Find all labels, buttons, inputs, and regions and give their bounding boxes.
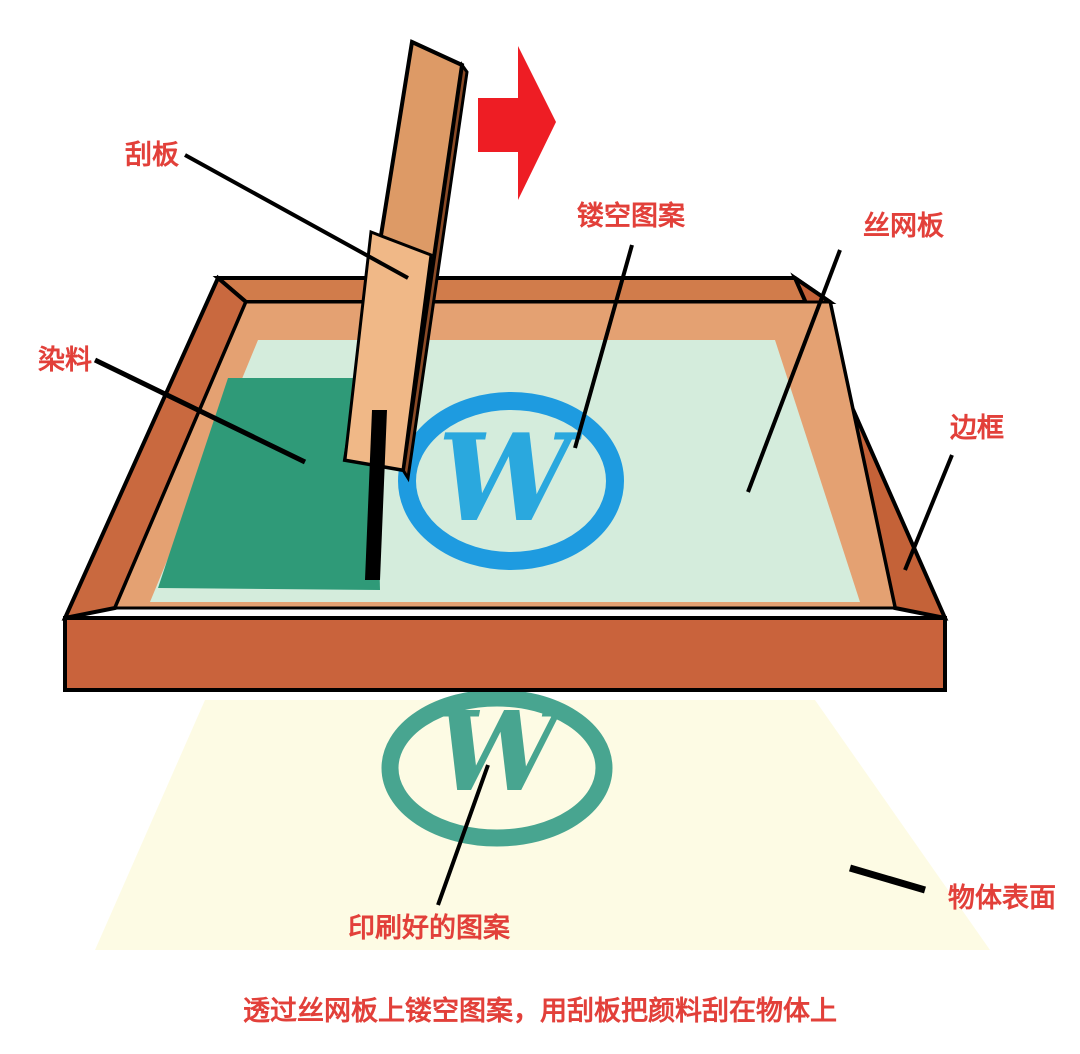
squeegee-lower-face bbox=[343, 229, 433, 472]
label-stencil-pattern: 镂空图案 bbox=[577, 200, 686, 232]
label-object-surface: 物体表面 bbox=[948, 883, 1056, 914]
leader-screen bbox=[746, 249, 842, 493]
leader-squeegee bbox=[184, 153, 409, 280]
printed-pattern: W bbox=[381, 687, 613, 847]
caption: 透过丝网板上镂空图案，用刮板把颜料刮在物体上 bbox=[243, 995, 837, 1027]
label-frame: 边框 bbox=[950, 413, 1004, 444]
label-screen-plate: 丝网板 bbox=[863, 211, 944, 242]
stencil-ring bbox=[398, 392, 624, 570]
leader-lines bbox=[93, 153, 954, 906]
leader-frame bbox=[903, 454, 954, 571]
label-ink: 染料 bbox=[38, 345, 92, 376]
ink-area bbox=[158, 378, 380, 590]
frame-front-bar bbox=[63, 616, 947, 692]
frame-back-bar bbox=[212, 276, 837, 304]
printed-letter: W bbox=[435, 687, 568, 816]
printed-ring bbox=[381, 689, 613, 847]
direction-arrow bbox=[478, 46, 556, 200]
leader-surface bbox=[849, 864, 926, 894]
leader-stencil bbox=[573, 244, 634, 449]
stencil-letter: W bbox=[438, 408, 583, 549]
squeegee-blade bbox=[365, 410, 387, 580]
leader-ink bbox=[93, 357, 307, 465]
label-printed-pattern: 印刷好的图案 bbox=[348, 912, 511, 944]
label-squeegee: 刮板 bbox=[125, 140, 179, 171]
squeegee bbox=[342, 39, 469, 580]
stencil-pattern: W bbox=[398, 392, 624, 570]
leader-printed bbox=[436, 764, 490, 906]
